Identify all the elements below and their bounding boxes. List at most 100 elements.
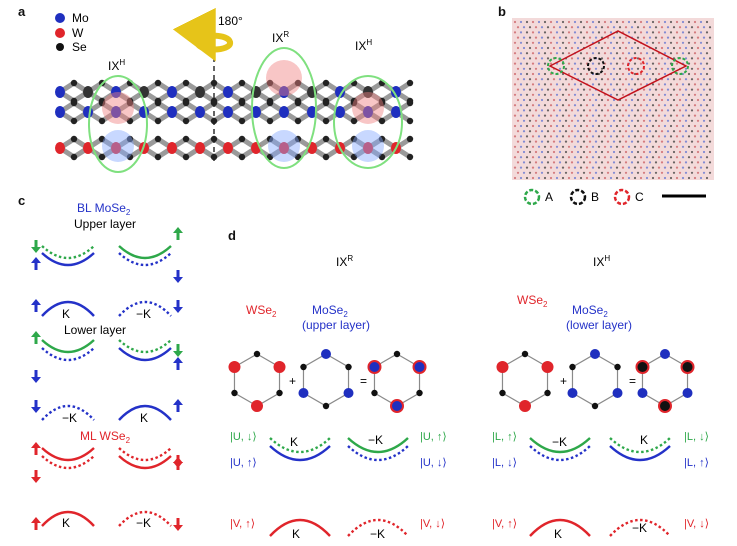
moire-dot bbox=[705, 166, 709, 169]
moire-dot bbox=[522, 26, 526, 29]
moire-dot bbox=[657, 62, 661, 65]
moire-dot bbox=[570, 130, 574, 133]
moire-dot bbox=[558, 140, 562, 143]
moire-dot bbox=[522, 130, 526, 133]
moire-dot bbox=[606, 57, 610, 60]
moire-dot bbox=[540, 36, 544, 39]
moire-dot bbox=[615, 20, 619, 24]
moire-dot bbox=[702, 57, 706, 60]
moire-dot bbox=[678, 98, 682, 102]
moire-dot bbox=[567, 41, 571, 44]
moire-dot bbox=[675, 62, 679, 65]
moire-dot bbox=[600, 171, 604, 174]
moire-dot bbox=[591, 114, 595, 117]
moire-dot bbox=[549, 52, 553, 55]
moire-dot bbox=[630, 78, 634, 81]
moire-dot bbox=[576, 36, 580, 39]
moire-dot bbox=[696, 26, 700, 29]
moire-dot bbox=[609, 114, 613, 117]
moire-dot bbox=[555, 31, 559, 34]
moire-dot bbox=[669, 31, 673, 34]
moire-dot bbox=[600, 46, 604, 50]
ixr-valley-top-left: K bbox=[290, 435, 298, 449]
se-atom bbox=[266, 79, 274, 87]
moire-dot bbox=[651, 20, 655, 24]
moire-dot bbox=[702, 150, 706, 154]
metal-atom bbox=[363, 106, 373, 118]
stacked-atom bbox=[680, 360, 695, 374]
moire-dot bbox=[597, 93, 601, 96]
moire-dot bbox=[555, 104, 559, 107]
moire-dot bbox=[597, 31, 601, 34]
moire-dot bbox=[633, 31, 637, 34]
moire-dot bbox=[543, 83, 547, 86]
moire-dot bbox=[582, 140, 586, 143]
moire-dot bbox=[603, 156, 607, 159]
se-atom bbox=[406, 153, 414, 161]
moire-dot bbox=[600, 88, 604, 91]
moire-dot bbox=[702, 140, 706, 143]
se-atom bbox=[182, 79, 190, 87]
exciton-label-ixr: IXR bbox=[272, 30, 289, 45]
moire-dot bbox=[621, 41, 625, 44]
moire-dot bbox=[516, 150, 520, 154]
moire-dot bbox=[684, 78, 688, 81]
moire-dot bbox=[606, 140, 610, 143]
moire-dot bbox=[519, 72, 523, 76]
moire-dot bbox=[579, 166, 583, 169]
moire-dot bbox=[543, 145, 547, 148]
moire-dot bbox=[672, 88, 676, 91]
moire-dot bbox=[534, 171, 538, 174]
moire-dot bbox=[555, 176, 559, 180]
moire-dot bbox=[609, 62, 613, 65]
moire-dot bbox=[564, 67, 568, 70]
moire-dot bbox=[525, 104, 529, 107]
moire-dot bbox=[657, 145, 661, 148]
moire-dot bbox=[636, 161, 640, 164]
moire-dot bbox=[708, 171, 712, 174]
moire-dot bbox=[684, 161, 688, 164]
panel-label-a: a bbox=[18, 4, 26, 19]
moire-dot bbox=[585, 176, 589, 180]
se-atom bbox=[154, 135, 162, 143]
moire-dot bbox=[513, 41, 517, 44]
se-atom bbox=[378, 135, 386, 143]
site-legend-label-b: B bbox=[591, 190, 599, 204]
moire-dot bbox=[624, 36, 628, 39]
moire-dot bbox=[534, 150, 538, 154]
legend-swatch-se bbox=[56, 43, 64, 51]
moire-dot bbox=[699, 62, 703, 65]
metal-atom bbox=[195, 142, 205, 154]
moire-dot bbox=[591, 176, 595, 180]
band-curve bbox=[269, 445, 331, 462]
moire-dot bbox=[678, 46, 682, 50]
site-legend-swatch-a bbox=[523, 188, 541, 206]
moire-dot bbox=[708, 88, 712, 91]
metal-atom bbox=[363, 142, 373, 154]
ixr-valley-bottom-left: K bbox=[292, 527, 300, 541]
se-atom bbox=[406, 79, 414, 87]
moire-dot bbox=[552, 26, 556, 29]
moire-dot bbox=[612, 119, 616, 122]
w-atom bbox=[541, 361, 554, 373]
hexagon-outline bbox=[302, 353, 350, 407]
glow-red-2 bbox=[266, 60, 302, 96]
moire-dot bbox=[618, 88, 622, 91]
moire-dot bbox=[657, 124, 661, 128]
panel-label-c: c bbox=[18, 193, 25, 208]
ixr-valley-top-right: −K bbox=[368, 433, 383, 447]
w-atom bbox=[273, 361, 286, 373]
moire-dot bbox=[657, 93, 661, 96]
moire-dot bbox=[567, 52, 571, 55]
moire-dot bbox=[696, 150, 700, 154]
hexagon-diagrams bbox=[228, 349, 695, 413]
site-c-marker bbox=[627, 57, 645, 75]
band-curve bbox=[269, 518, 331, 537]
moire-dot bbox=[687, 104, 691, 107]
moire-dot bbox=[684, 130, 688, 133]
moire-dot bbox=[684, 140, 688, 143]
hexagon-outline bbox=[571, 353, 619, 407]
moire-dot bbox=[552, 161, 556, 164]
mo-atom bbox=[682, 388, 693, 398]
moire-dot bbox=[627, 83, 631, 86]
